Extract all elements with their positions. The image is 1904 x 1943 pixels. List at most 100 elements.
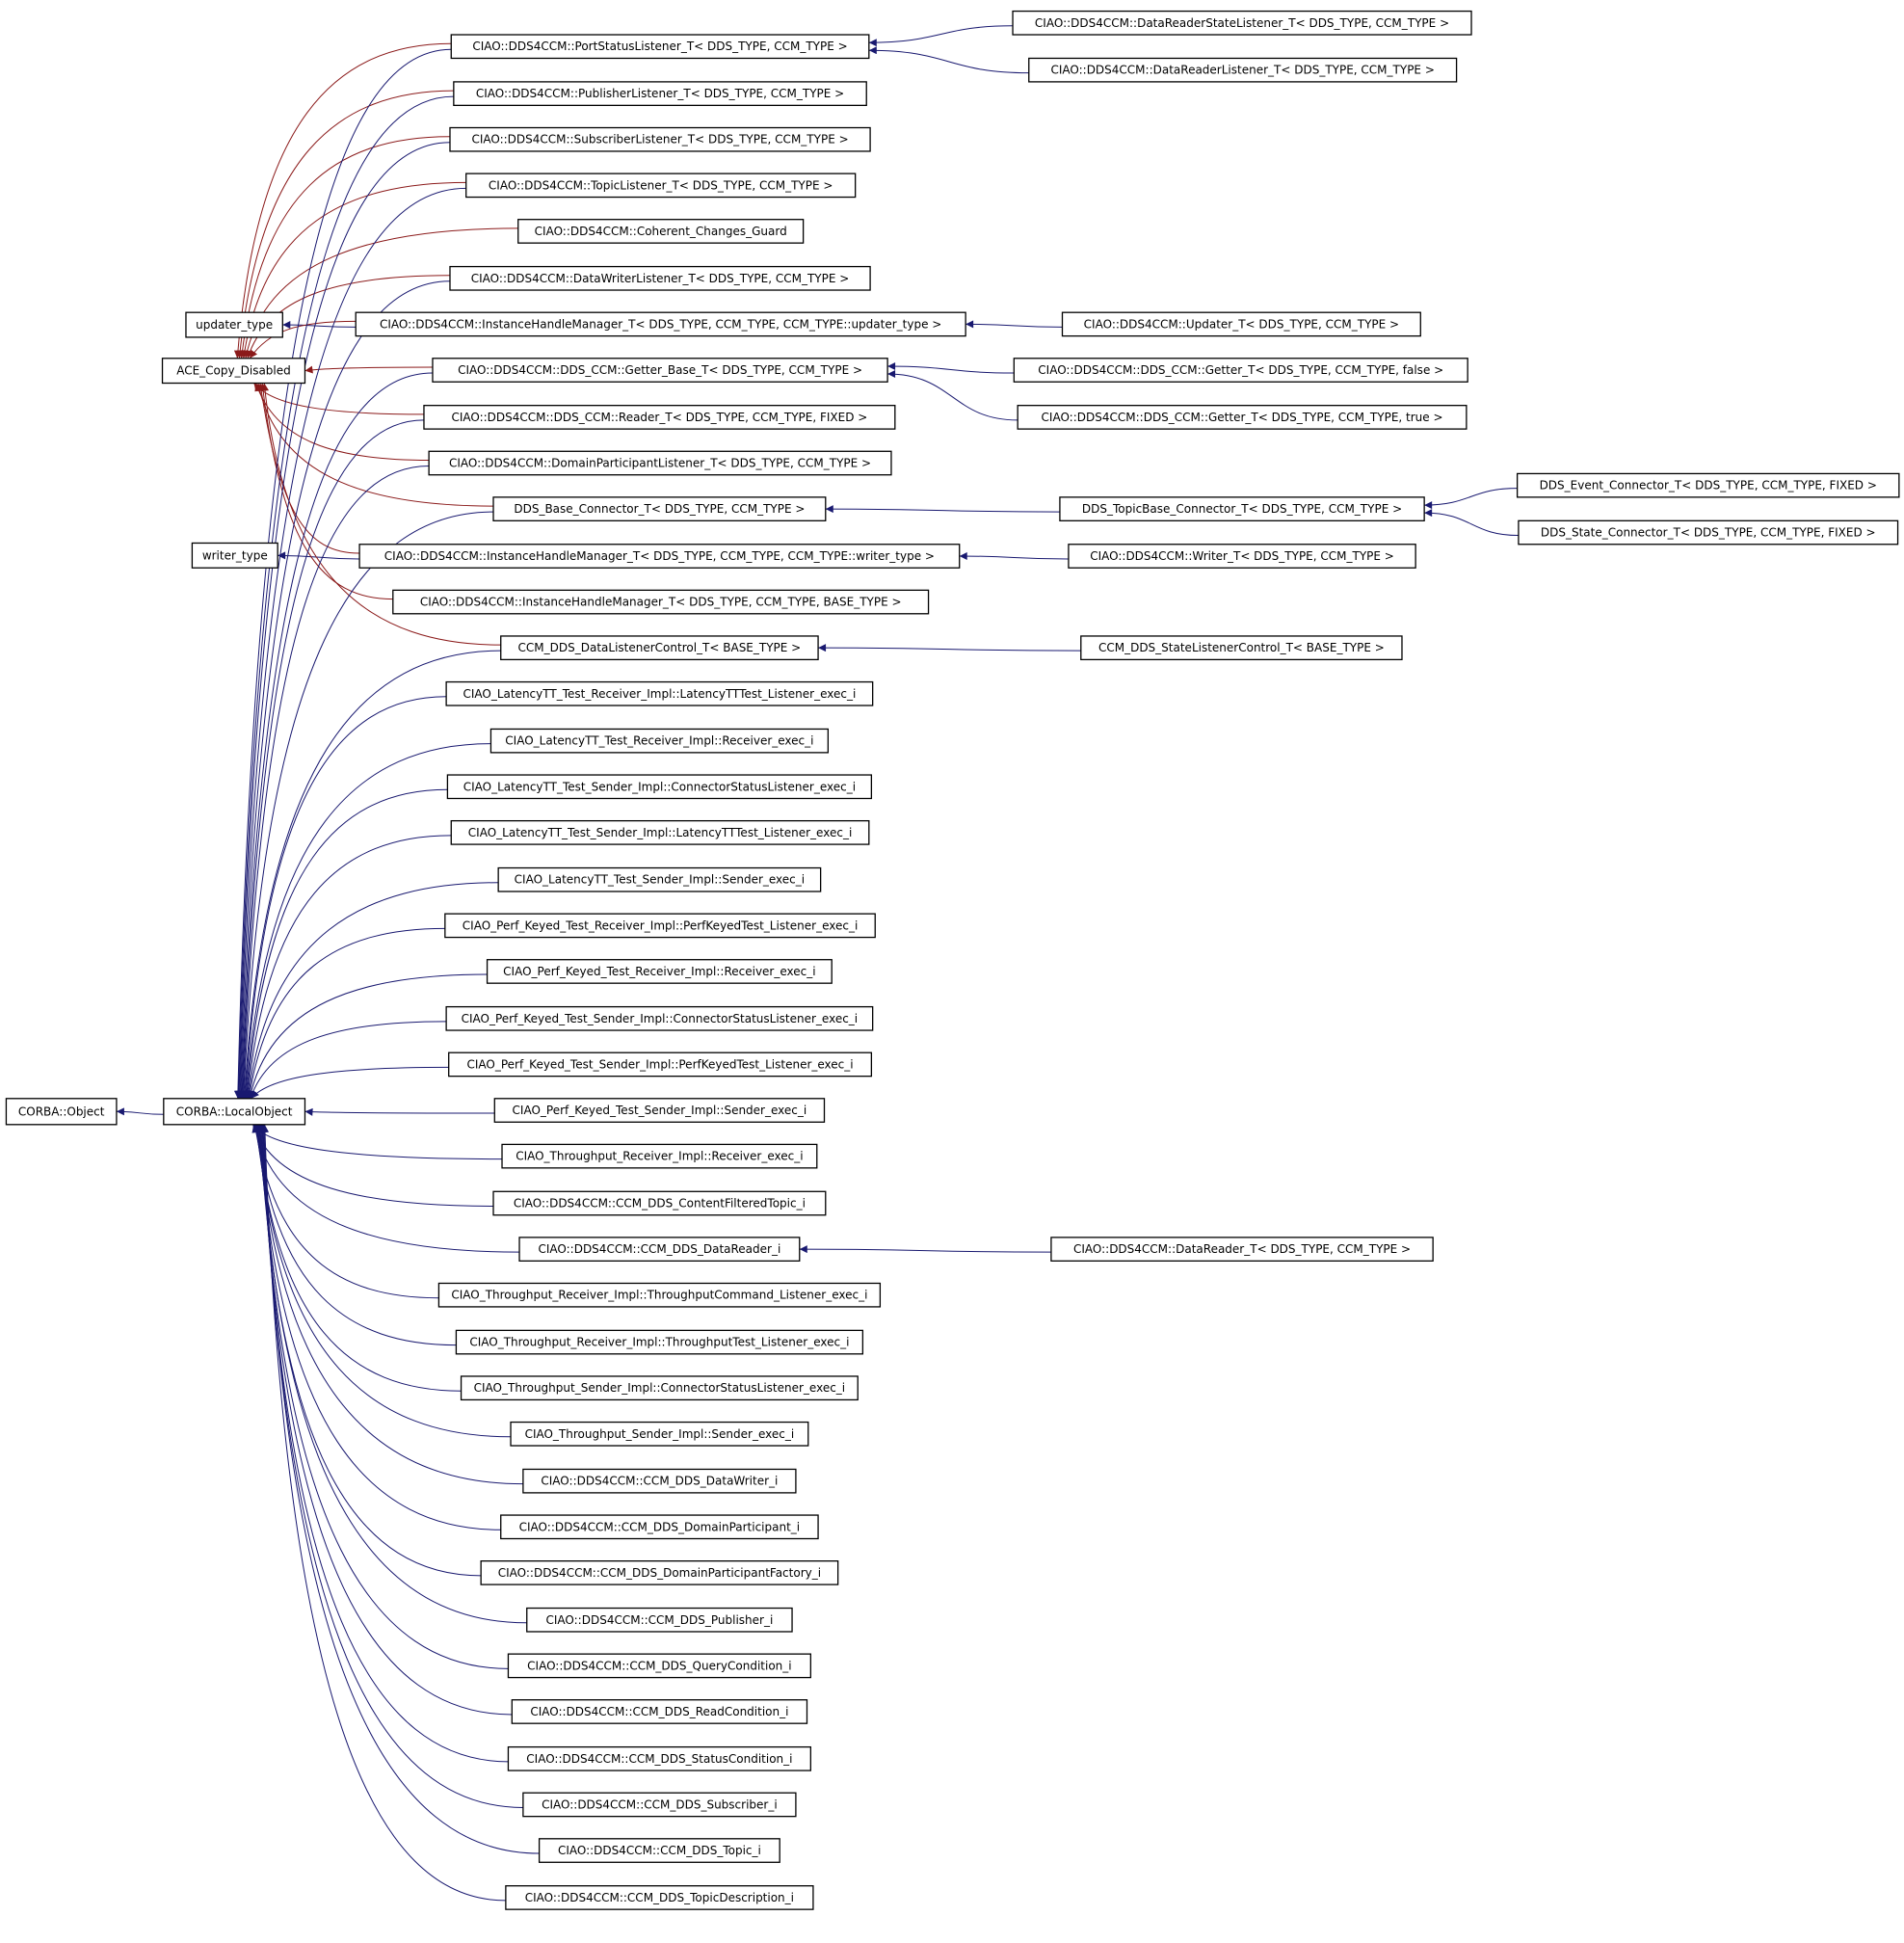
edge-publisher_listener-to-ace_copy_disabled [236,90,454,359]
class-node-ihm_base[interactable]: CIAO::DDS4CCM::InstanceHandleManager_T< … [392,589,930,615]
edge-lt_send_csl-to-corba_localobject [243,788,448,1099]
class-label: CIAO_LatencyTT_Test_Receiver_Impl::Laten… [463,687,856,701]
class-node-ccm_datawriter[interactable]: CIAO::DDS4CCM::CCM_DDS_DataWriter_i [522,1468,797,1494]
class-node-ihm_updater[interactable]: CIAO::DDS4CCM::InstanceHandleManager_T< … [355,311,966,337]
class-node-corba_object[interactable]: CORBA::Object [5,1098,118,1126]
class-node-port_status_listener[interactable]: CIAO::DDS4CCM::PortStatusListener_T< DDS… [450,34,870,60]
edge-pk_recv_listener-to-corba_localobject [246,927,445,1099]
class-node-ccm_topic_description[interactable]: CIAO::DDS4CCM::CCM_DDS_TopicDescription_… [505,1885,814,1910]
class-box [500,1514,819,1540]
class-node-tp_recv_test_listener[interactable]: CIAO_Throughput_Receiver_Impl::Throughpu… [455,1329,864,1355]
class-node-ihm_writer[interactable]: CIAO::DDS4CCM::InstanceHandleManager_T< … [358,544,961,569]
class-node-publisher_listener[interactable]: CIAO::DDS4CCM::PublisherListener_T< DDS_… [453,81,867,106]
class-node-ccm_query_condition[interactable]: CIAO::DDS4CCM::CCM_DDS_QueryCondition_i [507,1653,811,1679]
class-node-ccm_dp_factory[interactable]: CIAO::DDS4CCM::CCM_DDS_DomainParticipant… [480,1560,839,1585]
class-label: CIAO::DDS4CCM::CCM_DDS_Subscriber_i [542,1797,778,1811]
class-node-updater_type[interactable]: updater_type [185,311,283,338]
class-node-pk_send_listener[interactable]: CIAO_Perf_Keyed_Test_Sender_Impl::PerfKe… [448,1051,873,1078]
class-node-lt_send_exec[interactable]: CIAO_LatencyTT_Test_Sender_Impl::Sender_… [497,866,822,892]
class-box [1068,544,1416,569]
class-node-datareader_state_listener[interactable]: CIAO::DDS4CCM::DataReaderStateListener_T… [1012,10,1472,36]
class-node-event_connector[interactable]: DDS_Event_Connector_T< DDS_TYPE, CCM_TYP… [1516,472,1900,498]
edge-ccm_domain_participant-to-corba_localobject [255,1124,501,1530]
class-label: CIAO::DDS4CCM::CCM_DDS_TopicDescription_… [525,1891,794,1904]
class-label: CIAO::DDS4CCM::Writer_T< DDS_TYPE, CCM_T… [1090,549,1394,563]
edge-path [868,25,1014,47]
edge-path [868,46,1029,74]
edge-tp_recv_exec-to-corba_localobject [251,1124,503,1160]
class-label: CIAO_LatencyTT_Test_Sender_Impl::Sender_… [515,873,805,887]
class-node-ccm_publisher[interactable]: CIAO::DDS4CCM::CCM_DDS_Publisher_i [526,1607,793,1633]
class-node-getter_true[interactable]: CIAO::DDS4CCM::DDS_CCM::Getter_T< DDS_TY… [1017,405,1468,430]
edge-path [257,383,360,554]
class-node-ccm_subscriber[interactable]: CIAO::DDS4CCM::CCM_DDS_Subscriber_i [522,1792,797,1818]
class-node-topic_listener[interactable]: CIAO::DDS4CCM::TopicListener_T< DDS_TYPE… [465,173,857,199]
class-node-corba_localobject[interactable]: CORBA::LocalObject [163,1098,306,1126]
edge-topic_listener-to-ace_copy_disabled [240,181,466,359]
class-node-data_listener_control[interactable]: CCM_DDS_DataListenerControl_T< BASE_TYPE… [500,635,819,661]
edge-datawriter_listener-to-corba_localobject [237,280,450,1099]
edge-ccm_topic_description-to-corba_localobject [261,1124,506,1902]
class-node-tp_send_exec[interactable]: CIAO_Throughput_Sender_Impl::Sender_exec… [510,1421,809,1447]
class-box [1028,57,1458,83]
class-node-tp_send_csl[interactable]: CIAO_Throughput_Sender_Impl::ConnectorSt… [460,1375,859,1401]
class-node-updater_t[interactable]: CIAO::DDS4CCM::Updater_T< DDS_TYPE, CCM_… [1061,311,1421,337]
class-node-content_filtered_topic[interactable]: CIAO::DDS4CCM::CCM_DDS_ContentFilteredTo… [492,1190,827,1216]
class-node-datareader_listener[interactable]: CIAO::DDS4CCM::DataReaderListener_T< DDS… [1028,57,1458,83]
class-node-coherent_changes_guard[interactable]: CIAO::DDS4CCM::Coherent_Changes_Guard [517,219,805,244]
class-node-state_connector[interactable]: DDS_State_Connector_T< DDS_TYPE, CCM_TYP… [1518,519,1899,546]
edge-ccm_topic-to-corba_localobject [260,1124,540,1854]
class-node-writer_type[interactable]: writer_type [191,542,278,569]
edge-ihm_updater-to-ace_copy_disabled [249,320,357,359]
class-node-lt_recv_listener[interactable]: CIAO_LatencyTT_Test_Receiver_Impl::Laten… [445,680,874,706]
edge-ccm_read_condition-to-corba_localobject [257,1124,513,1716]
class-node-pk_recv_exec[interactable]: CIAO_Perf_Keyed_Test_Receiver_Impl::Rece… [486,959,833,984]
class-node-ace_copy_disabled[interactable]: ACE_Copy_Disabled [161,358,306,385]
class-node-dds_base_connector[interactable]: DDS_Base_Connector_T< DDS_TYPE, CCM_TYPE… [492,496,827,521]
edge-ccm_query_condition-to-corba_localobject [257,1124,509,1669]
class-node-lt_send_csl[interactable]: CIAO_LatencyTT_Test_Sender_Impl::Connect… [446,774,873,800]
class-box [1050,1237,1434,1262]
edge-state_listener_control-to-data_listener_control [818,644,1081,652]
edge-ihm_writer-to-writer_type [278,551,360,560]
edge-publisher_listener-to-corba_localobject [234,95,454,1099]
edge-path [238,136,450,359]
class-node-topic_base_connector[interactable]: DDS_TopicBase_Connector_T< DDS_TYPE, CCM… [1059,496,1425,521]
class-box [465,173,857,199]
class-node-domain_participant_listener[interactable]: CIAO::DDS4CCM::DomainParticipantListener… [428,450,892,476]
class-node-tp_recv_cmd_listener[interactable]: CIAO_Throughput_Receiver_Impl::Throughpu… [437,1282,882,1308]
class-node-ccm_topic[interactable]: CIAO::DDS4CCM::CCM_DDS_Topic_i [538,1838,780,1863]
class-node-lt_send_listener[interactable]: CIAO_LatencyTT_Test_Sender_Impl::Latency… [450,819,870,845]
class-node-ccm_domain_participant[interactable]: CIAO::DDS4CCM::CCM_DDS_DomainParticipant… [500,1514,819,1540]
class-box [437,1282,882,1308]
class-node-getter_base[interactable]: CIAO::DDS4CCM::DDS_CCM::Getter_Base_T< D… [432,358,888,383]
class-node-ccm_read_condition[interactable]: CIAO::DDS4CCM::CCM_DDS_ReadCondition_i [511,1699,808,1724]
class-node-getter_false[interactable]: CIAO::DDS4CCM::DDS_CCM::Getter_T< DDS_TY… [1013,358,1468,383]
class-box [507,1653,811,1679]
class-box [445,680,874,706]
class-node-ccm_datareader[interactable]: CIAO::DDS4CCM::CCM_DDS_DataReader_i [518,1237,801,1262]
edge-ccm_dp_factory-to-corba_localobject [255,1124,482,1577]
class-node-state_listener_control[interactable]: CCM_DDS_StateListenerControl_T< BASE_TYP… [1080,635,1403,661]
class-node-datawriter_listener[interactable]: CIAO::DDS4CCM::DataWriterListener_T< DDS… [449,265,871,291]
edge-getter_false-to-getter_base [887,362,1015,374]
class-node-ccm_status_condition[interactable]: CIAO::DDS4CCM::CCM_DDS_StatusCondition_i [507,1745,811,1771]
class-label: CIAO::DDS4CCM::CCM_DDS_ReadCondition_i [530,1705,788,1718]
class-node-writer_t[interactable]: CIAO::DDS4CCM::Writer_T< DDS_TYPE, CCM_T… [1068,544,1416,569]
class-box [526,1607,793,1633]
class-node-datareader_t[interactable]: CIAO::DDS4CCM::DataReader_T< DDS_TYPE, C… [1050,1237,1434,1262]
edge-path [236,187,466,1099]
class-node-reader_t[interactable]: CIAO::DDS4CCM::DDS_CCM::Reader_T< DDS_TY… [423,405,896,430]
edge-path [249,320,357,359]
class-node-pk_recv_listener[interactable]: CIAO_Perf_Keyed_Test_Receiver_Impl::Perf… [444,913,876,939]
class-label: CORBA::LocalObject [176,1105,293,1118]
edge-pk_send_listener-to-corba_localobject [251,1066,449,1100]
class-node-tp_recv_exec[interactable]: CIAO_Throughput_Receiver_Impl::Receiver_… [501,1143,818,1169]
class-node-subscriber_listener[interactable]: CIAO::DDS4CCM::SubscriberListener_T< DDS… [449,126,871,152]
class-node-lt_recv_exec[interactable]: CIAO_LatencyTT_Test_Receiver_Impl::Recei… [489,728,830,754]
class-node-pk_send_exec[interactable]: CIAO_Perf_Keyed_Test_Sender_Impl::Sender… [493,1098,826,1123]
edge-path [304,1107,495,1116]
class-box [1059,496,1425,521]
class-node-pk_send_csl[interactable]: CIAO_Perf_Keyed_Test_Sender_Impl::Connec… [445,1005,874,1031]
